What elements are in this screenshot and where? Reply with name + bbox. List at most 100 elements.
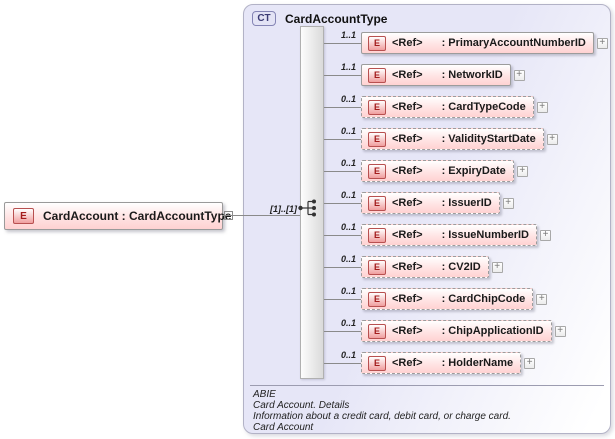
- annotation-divider: [250, 385, 604, 386]
- complex-type-icon: CT: [252, 11, 276, 26]
- sequence-icon[interactable]: [297, 198, 321, 218]
- element-icon: E: [368, 323, 386, 339]
- complex-type-header: CT CardAccountType: [252, 11, 387, 26]
- cardinality-label: 0..1: [340, 94, 356, 104]
- element-icon: E: [368, 195, 386, 211]
- element-row: E <Ref> : IssuerID +: [361, 192, 514, 214]
- element-name-label: : CardTypeCode: [441, 101, 526, 113]
- annotation-line: Card Account: [253, 422, 314, 433]
- element-box[interactable]: E <Ref> : IssuerID: [361, 192, 500, 214]
- element-box[interactable]: E <Ref> : ValidityStartDate: [361, 128, 544, 150]
- root-collapse-toggle[interactable]: [224, 211, 233, 220]
- expand-icon[interactable]: +: [540, 229, 551, 241]
- element-name-label: : ExpiryDate: [441, 165, 506, 177]
- sequence-bar: [300, 26, 324, 379]
- cardinality-label: 0..1: [340, 254, 356, 264]
- element-ref-label: <Ref>: [392, 133, 423, 145]
- element-ref-label: <Ref>: [392, 69, 423, 81]
- row-connector-line: [324, 139, 361, 140]
- element-box[interactable]: E <Ref> : NetworkID: [361, 64, 511, 86]
- element-name-label: : NetworkID: [441, 69, 503, 81]
- element-box[interactable]: E <Ref> : IssueNumberID: [361, 224, 537, 246]
- expand-icon[interactable]: +: [491, 261, 503, 273]
- element-name-label: : PrimaryAccountNumberID: [441, 37, 586, 49]
- cardinality-label: 1..1: [340, 30, 356, 40]
- cardinality-label: 0..1: [340, 126, 356, 136]
- element-row: E <Ref> : CV2ID +: [361, 256, 503, 278]
- annotation-line: ABIE: [253, 389, 276, 400]
- element-icon: E: [368, 355, 386, 371]
- element-row: E <Ref> : CardChipCode +: [361, 288, 548, 310]
- element-row: E <Ref> : ChipApplicationID +: [361, 320, 566, 342]
- element-ref-label: <Ref>: [392, 165, 423, 177]
- element-row: E <Ref> : NetworkID +: [361, 64, 525, 86]
- element-icon: E: [368, 227, 386, 243]
- annotation-line: Information about a credit card, debit c…: [253, 411, 511, 422]
- cardinality-label: 0..1: [340, 286, 356, 296]
- element-row: E <Ref> : HolderName +: [361, 352, 536, 374]
- element-ref-label: <Ref>: [392, 197, 423, 209]
- cardinality-label: 0..1: [340, 222, 356, 232]
- row-connector-line: [324, 75, 361, 76]
- element-icon: E: [13, 208, 34, 224]
- element-icon: E: [368, 67, 386, 83]
- root-element-label: CardAccount : CardAccountType: [43, 209, 232, 223]
- element-box[interactable]: E <Ref> : CardChipCode: [361, 288, 534, 310]
- element-box[interactable]: E <Ref> : ExpiryDate: [361, 160, 514, 182]
- expand-icon[interactable]: +: [516, 165, 528, 177]
- element-row: E <Ref> : CardTypeCode +: [361, 96, 548, 118]
- complex-type-container: CT CardAccountType [1]..[1] 1..1 E <Ref>…: [243, 4, 611, 434]
- element-name-label: : ChipApplicationID: [441, 325, 544, 337]
- element-icon: E: [368, 291, 386, 307]
- element-box[interactable]: E <Ref> : PrimaryAccountNumberID: [361, 32, 594, 54]
- complex-type-title: CardAccountType: [285, 11, 388, 26]
- element-ref-label: <Ref>: [392, 101, 423, 113]
- row-connector-line: [324, 107, 361, 108]
- expand-icon[interactable]: +: [596, 37, 608, 49]
- element-row: E <Ref> : PrimaryAccountNumberID +: [361, 32, 608, 54]
- element-name-label: : ValidityStartDate: [441, 133, 536, 145]
- element-row: E <Ref> : ValidityStartDate +: [361, 128, 558, 150]
- row-connector-line: [324, 203, 361, 204]
- row-connector-line: [324, 363, 361, 364]
- annotation-block: ABIE Card Account. Details Information a…: [253, 389, 603, 433]
- element-box[interactable]: E <Ref> : HolderName: [361, 352, 522, 374]
- element-name-label: : IssuerID: [441, 197, 492, 209]
- element-name-label: : CardChipCode: [441, 293, 526, 305]
- element-ref-label: <Ref>: [392, 293, 423, 305]
- element-icon: E: [368, 131, 386, 147]
- element-ref-label: <Ref>: [392, 37, 423, 49]
- cardinality-label: 0..1: [340, 158, 356, 168]
- root-element-box[interactable]: E CardAccount : CardAccountType: [4, 202, 231, 230]
- group-cardinality-label: [1]..[1]: [270, 204, 297, 214]
- row-connector-line: [324, 299, 361, 300]
- row-connector-line: [324, 331, 361, 332]
- root-connector-line: [222, 215, 300, 216]
- element-ref-label: <Ref>: [392, 229, 423, 241]
- element-box[interactable]: E <Ref> : ChipApplicationID: [361, 320, 552, 342]
- expand-icon[interactable]: +: [502, 197, 514, 209]
- expand-icon[interactable]: +: [536, 293, 548, 305]
- expand-icon[interactable]: +: [524, 357, 536, 369]
- row-connector-line: [324, 43, 361, 44]
- element-ref-label: <Ref>: [392, 261, 423, 273]
- element-box[interactable]: E <Ref> : CardTypeCode: [361, 96, 534, 118]
- element-row: E <Ref> : ExpiryDate +: [361, 160, 528, 182]
- element-name-label: : IssueNumberID: [441, 229, 529, 241]
- row-connector-line: [324, 235, 361, 236]
- element-name-label: : HolderName: [441, 357, 514, 369]
- cardinality-label: 0..1: [340, 318, 356, 328]
- row-connector-line: [324, 171, 361, 172]
- element-icon: E: [368, 99, 386, 115]
- annotation-line: Card Account. Details: [253, 400, 350, 411]
- element-icon: E: [368, 35, 386, 51]
- expand-icon[interactable]: +: [546, 133, 558, 145]
- expand-icon[interactable]: +: [536, 101, 548, 113]
- element-box[interactable]: E <Ref> : CV2ID: [361, 256, 489, 278]
- element-row: E <Ref> : IssueNumberID +: [361, 224, 551, 246]
- element-ref-label: <Ref>: [392, 357, 423, 369]
- expand-icon[interactable]: +: [513, 69, 525, 81]
- element-icon: E: [368, 163, 386, 179]
- row-connector-line: [324, 267, 361, 268]
- expand-icon[interactable]: +: [554, 325, 566, 337]
